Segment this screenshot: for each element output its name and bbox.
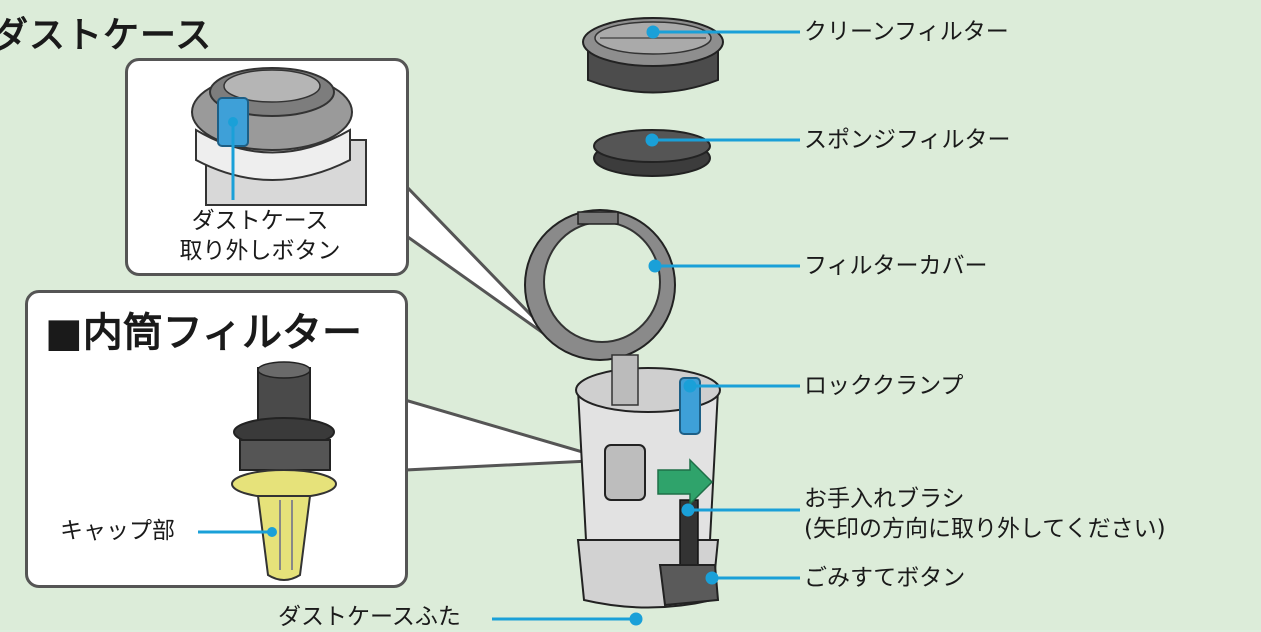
- lock-clamp-part: [679, 377, 701, 435]
- dump-button-label: ごみすてボタン: [804, 565, 966, 591]
- filter-cover-label: フィルターカバー: [804, 253, 988, 279]
- cap-part-label: キャップ部: [60, 518, 175, 544]
- inner-filter-callout: [25, 290, 408, 588]
- release-button-label: ダストケース 取り外しボタン: [179, 208, 341, 264]
- dump-button-part: [658, 564, 720, 607]
- care-brush-label: お手入れブラシ (矢印の方向に取り外してください): [804, 486, 1166, 542]
- lock-clamp-label: ロッククランプ: [804, 373, 964, 399]
- removal-direction-arrow: [657, 458, 714, 506]
- sponge-filter-label: スポンジフィルター: [804, 127, 1011, 153]
- inner-filter-heading: ■内筒フィルター: [45, 310, 362, 356]
- case-lid-label: ダストケースふた: [278, 604, 461, 630]
- clean-filter-label: クリーンフィルター: [804, 19, 1009, 45]
- section-title: ダストケース: [0, 15, 213, 56]
- filter-cover-part: [524, 209, 676, 361]
